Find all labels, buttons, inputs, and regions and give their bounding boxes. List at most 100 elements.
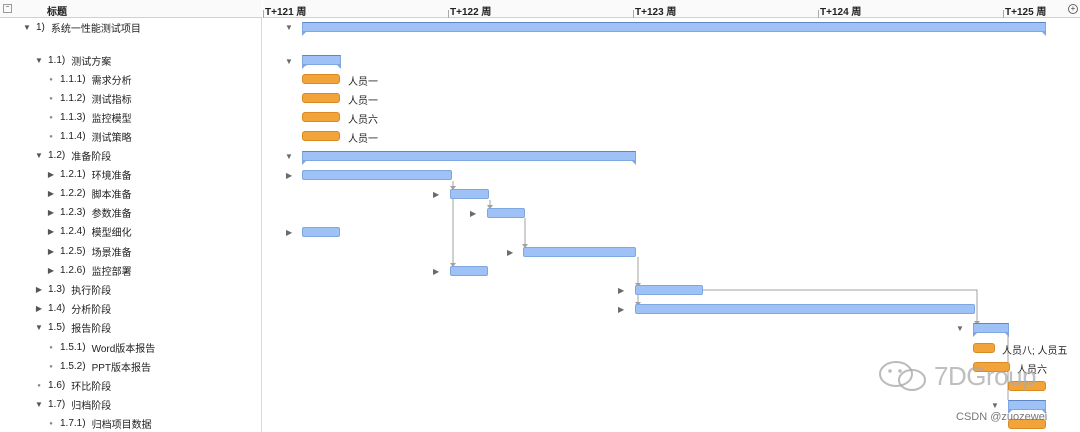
expand-toggle-icon[interactable]: ▶ bbox=[286, 171, 293, 180]
disclosure-collapsed-icon[interactable]: ▶ bbox=[47, 266, 55, 275]
row-label: 系统一性能测试项目 bbox=[50, 24, 141, 35]
outline-row[interactable]: ● 1.1.1) 需求分析 bbox=[0, 70, 262, 89]
resource-bar[interactable] bbox=[302, 74, 340, 84]
disclosure-expanded-icon[interactable]: ▼ bbox=[35, 400, 43, 409]
expand-toggle-icon[interactable]: ▶ bbox=[470, 209, 477, 218]
outline-row[interactable]: ▶ 1.2.2) 脚本准备 bbox=[0, 184, 262, 203]
outline-row[interactable]: ● 1.1.2) 测试指标 bbox=[0, 89, 262, 108]
leaf-bullet-icon: ● bbox=[49, 95, 53, 102]
collapse-toggle-icon[interactable]: ▼ bbox=[285, 152, 293, 161]
outline-row[interactable]: ● 1.1.4) 测试策略 bbox=[0, 127, 262, 146]
row-label: 模型细化 bbox=[91, 228, 132, 239]
row-label: 测试指标 bbox=[91, 95, 132, 106]
row-label: 监控模型 bbox=[91, 114, 132, 125]
collapse-toggle-icon[interactable]: ▼ bbox=[285, 23, 293, 32]
task-bar-monitor[interactable] bbox=[450, 266, 488, 276]
arrow-head bbox=[522, 244, 528, 248]
task-bar-execute[interactable] bbox=[635, 285, 703, 295]
outline-row[interactable]: ▼ 1.1) 测试方案 bbox=[0, 51, 262, 70]
expand-toggle-icon[interactable]: ▶ bbox=[618, 305, 625, 314]
row-number: 1.4) bbox=[48, 303, 66, 314]
outline-row[interactable]: ▶ 1.4) 分析阶段 bbox=[0, 299, 262, 318]
leaf-bullet-icon: ● bbox=[49, 420, 53, 427]
row-label: 执行阶段 bbox=[71, 286, 112, 297]
watermark-brand: 7DGroup bbox=[934, 361, 1037, 391]
outline-row[interactable]: ● 1.6) 环比阶段 bbox=[0, 376, 262, 395]
outline-row[interactable]: ▼ 1.2) 准备阶段 bbox=[0, 146, 262, 165]
watermark-credit: CSDN @zuozewei bbox=[956, 411, 1048, 423]
summary-bar-test-plan[interactable] bbox=[302, 55, 341, 69]
row-number: 1.2.5) bbox=[60, 246, 86, 257]
disclosure-collapsed-icon[interactable]: ▶ bbox=[35, 304, 43, 313]
disclosure-expanded-icon[interactable]: ▼ bbox=[35, 56, 43, 65]
expand-toggle-icon[interactable]: ▶ bbox=[433, 267, 440, 276]
resource-bar[interactable] bbox=[973, 343, 995, 353]
outline-row[interactable]: ▼ 1.5) 报告阶段 bbox=[0, 318, 262, 337]
outline-row[interactable]: ▶ 1.2.4) 模型细化 bbox=[0, 222, 262, 241]
row-number: 1.2.1) bbox=[60, 169, 86, 180]
outline-row[interactable]: ▶ 1.2.3) 参数准备 bbox=[0, 203, 262, 222]
expand-toggle-icon[interactable]: ▶ bbox=[286, 228, 293, 237]
disclosure-collapsed-icon[interactable]: ▶ bbox=[47, 247, 55, 256]
collapse-toggle-icon[interactable]: ▼ bbox=[285, 57, 293, 66]
resource-bar[interactable] bbox=[1008, 419, 1046, 429]
outline-row[interactable]: ● 1.7.1) 归档项目数据 bbox=[0, 414, 262, 432]
row-label: 环比阶段 bbox=[71, 382, 112, 393]
disclosure-expanded-icon[interactable]: ▼ bbox=[35, 323, 43, 332]
resource-bar[interactable] bbox=[302, 93, 340, 103]
outline-row[interactable]: ▼ 1) 系统一性能测试项目 bbox=[0, 18, 262, 37]
disclosure-expanded-icon[interactable]: ▼ bbox=[35, 151, 43, 160]
row-label: 报告阶段 bbox=[71, 324, 112, 335]
task-bar-scenario[interactable] bbox=[523, 247, 636, 257]
expand-toggle-icon[interactable]: ▶ bbox=[433, 190, 440, 199]
disclosure-collapsed-icon[interactable]: ▶ bbox=[47, 189, 55, 198]
outline-row[interactable]: ▶ 1.2.1) 环境准备 bbox=[0, 165, 262, 184]
disclosure-collapsed-icon[interactable]: ▶ bbox=[47, 227, 55, 236]
outline-row[interactable]: ● 1.5.2) PPT版本报告 bbox=[0, 357, 262, 376]
summary-bar-report[interactable] bbox=[973, 323, 1009, 337]
row-number: 1.1.2) bbox=[60, 93, 86, 104]
disclosure-collapsed-icon[interactable]: ▶ bbox=[35, 285, 43, 294]
task-bar-params[interactable] bbox=[487, 208, 525, 218]
summary-bar-archive[interactable] bbox=[1008, 400, 1046, 414]
row-number: 1.1.4) bbox=[60, 131, 86, 142]
summary-bar-project[interactable] bbox=[302, 22, 1046, 36]
row-number: 1.2.4) bbox=[60, 226, 86, 237]
summary-bar-preparation[interactable] bbox=[302, 151, 636, 165]
task-bar-analysis[interactable] bbox=[635, 304, 975, 314]
expand-toggle-icon[interactable]: ▶ bbox=[618, 286, 625, 295]
outline-row[interactable]: ▼ 1.7) 归档阶段 bbox=[0, 395, 262, 414]
task-bar-script[interactable] bbox=[450, 189, 489, 199]
outline-row[interactable]: ● 1.5.1) Word版本报告 bbox=[0, 338, 262, 357]
title-column-header[interactable]: 标题 bbox=[47, 7, 67, 18]
outline-row[interactable]: ▶ 1.2.5) 场景准备 bbox=[0, 242, 262, 261]
row-number: 1.1) bbox=[48, 55, 66, 66]
expand-toggle-icon[interactable]: ▶ bbox=[507, 248, 514, 257]
zoom-icon[interactable]: + bbox=[1068, 4, 1078, 14]
task-bar-model[interactable] bbox=[302, 227, 340, 237]
row-number: 1.5) bbox=[48, 322, 66, 333]
wechat-logo bbox=[879, 361, 926, 391]
column-chooser-icon[interactable] bbox=[3, 4, 12, 13]
disclosure-expanded-icon[interactable]: ▼ bbox=[23, 23, 31, 32]
row-number: 1) bbox=[36, 22, 45, 33]
resource-bar[interactable] bbox=[973, 362, 1010, 372]
leaf-bullet-icon: ● bbox=[49, 76, 53, 83]
resource-label: 人员一 bbox=[348, 134, 378, 145]
disclosure-collapsed-icon[interactable]: ▶ bbox=[47, 208, 55, 217]
resource-bar[interactable] bbox=[302, 131, 340, 141]
resource-bar[interactable] bbox=[302, 112, 340, 122]
row-number: 1.7) bbox=[48, 399, 66, 410]
leaf-bullet-icon: ● bbox=[49, 363, 53, 370]
collapse-toggle-icon[interactable]: ▼ bbox=[956, 324, 964, 333]
collapse-toggle-icon[interactable]: ▼ bbox=[991, 401, 999, 410]
disclosure-collapsed-icon[interactable]: ▶ bbox=[47, 170, 55, 179]
outline-row[interactable]: ▶ 1.2.6) 监控部署 bbox=[0, 261, 262, 280]
outline-row[interactable]: ▶ 1.3) 执行阶段 bbox=[0, 280, 262, 299]
task-bar-env[interactable] bbox=[302, 170, 452, 180]
arrow-head bbox=[450, 263, 456, 267]
week-tick bbox=[1003, 10, 1004, 18]
outline-row[interactable]: ● 1.1.3) 监控模型 bbox=[0, 108, 262, 127]
week-label: T+122 周 bbox=[450, 7, 492, 18]
resource-bar[interactable] bbox=[1008, 381, 1046, 391]
